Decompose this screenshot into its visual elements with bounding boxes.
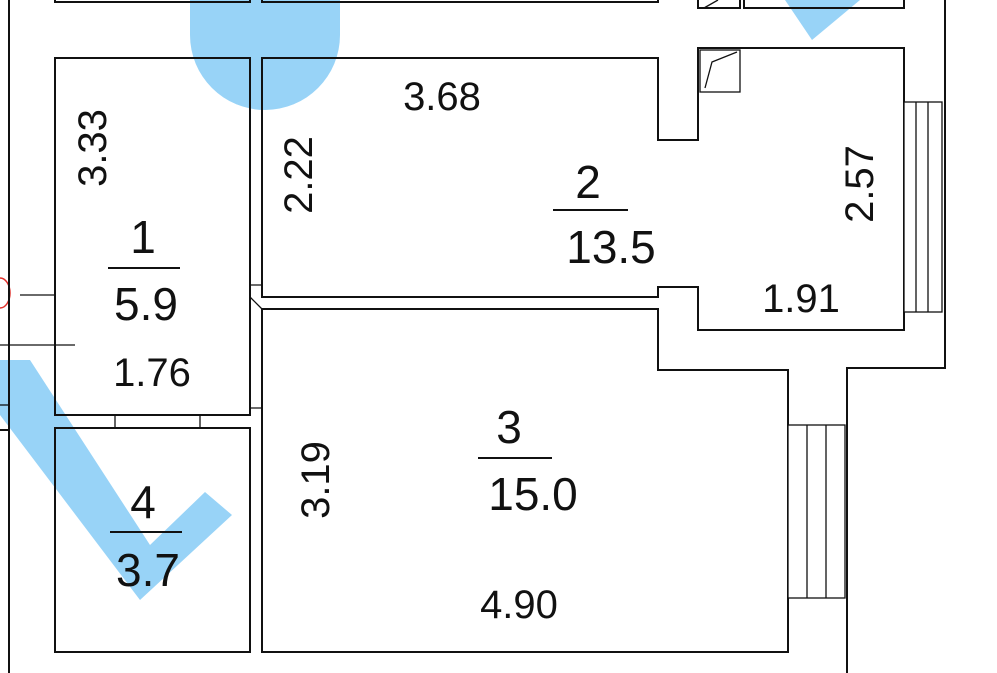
room-4-door (114, 415, 201, 428)
highlight-check (0, 360, 232, 600)
room-2-dim-left: 2.22 (277, 136, 321, 214)
room-4-outline (54, 427, 251, 653)
room-1-outline (54, 57, 251, 416)
room-2-area: 13.5 (566, 221, 656, 273)
highlight-wedge (785, 0, 860, 40)
room-2-number: 2 (575, 156, 601, 208)
partition-lines (249, 284, 263, 409)
top-cut-rooms (54, 0, 905, 9)
room-2-dim-bottom: 1.91 (762, 277, 840, 321)
vent-shaft (699, 49, 741, 93)
room-1-dim-bottom: 1.76 (113, 351, 191, 395)
room-3-dim-bottom: 4.90 (480, 583, 558, 627)
room-3-outline (261, 308, 789, 653)
window-bottom-right (787, 424, 846, 599)
room-4-number: 4 (130, 476, 156, 528)
room-1-area: 5.9 (114, 278, 178, 330)
room-4-area: 3.7 (116, 544, 180, 596)
room-1-dim-side: 3.33 (71, 109, 115, 187)
room-2-outline (261, 47, 905, 331)
room-1-number: 1 (130, 211, 156, 263)
room-2-dim-top: 3.68 (403, 75, 481, 119)
highlight-overlays (0, 0, 860, 600)
room-3-dim-left: 3.19 (294, 441, 338, 519)
room-3-area: 15.0 (488, 468, 578, 520)
window-right (903, 101, 943, 313)
highlight-circle (190, 0, 340, 110)
room-2-dim-right: 2.57 (838, 145, 882, 223)
room-3-number: 3 (496, 401, 522, 453)
building-walls (0, 0, 946, 673)
